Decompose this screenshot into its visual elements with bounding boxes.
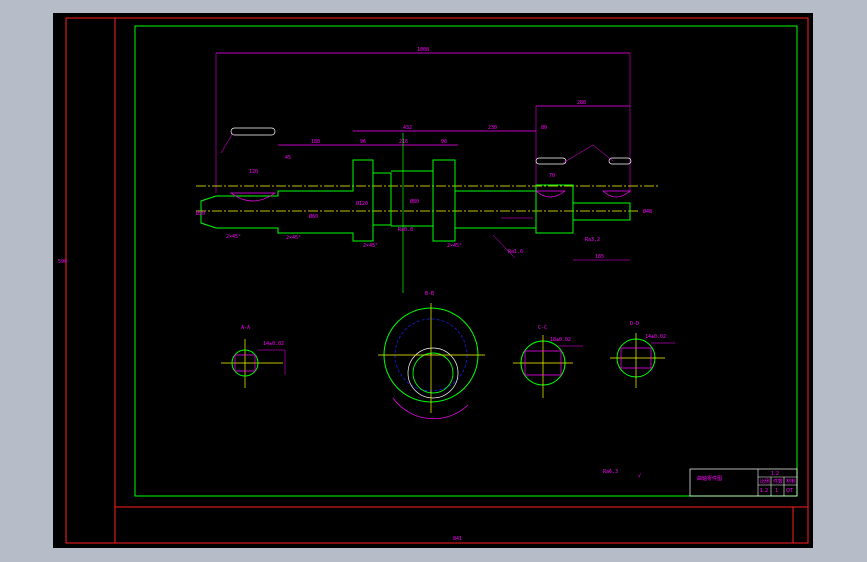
title-block-row-2: 材料 bbox=[786, 478, 796, 485]
dim-len-80: 80 bbox=[541, 125, 547, 131]
roughness-2: Ra1.6 bbox=[508, 249, 523, 255]
dim-len-180: 180 bbox=[311, 139, 320, 145]
frame-mark-bottom: 841 bbox=[453, 536, 462, 542]
title-block-val-2: QT bbox=[786, 488, 794, 494]
crankshaft-drawing: 590 841 1008 288 432 230 80 180 96 216 9… bbox=[58, 17, 809, 544]
outer-frame bbox=[65, 17, 809, 544]
diameter-2: Ø60 bbox=[309, 213, 318, 220]
roughness-note: Ra6.3 bbox=[603, 469, 618, 475]
dim-center-length: 216 bbox=[399, 139, 408, 145]
section-a-dim: 14±0.02 bbox=[263, 341, 284, 347]
dim-overall-length: 1008 bbox=[417, 47, 429, 53]
dim-len-120: 120 bbox=[249, 169, 258, 175]
outer-frame-inner bbox=[114, 17, 809, 508]
diameter-4: Ø80 bbox=[410, 198, 419, 205]
section-c-label: C-C bbox=[538, 325, 547, 331]
dim-len-96b: 96 bbox=[441, 139, 447, 145]
title-block-row-1: 件数 bbox=[773, 478, 783, 485]
dim-len-165: 165 bbox=[595, 254, 604, 260]
cad-viewport[interactable]: 590 841 1008 288 432 230 80 180 96 216 9… bbox=[53, 13, 813, 548]
section-c-dim: 18±0.02 bbox=[550, 337, 571, 343]
diameter-5: Ø48 bbox=[643, 208, 652, 215]
title-block-name: 曲轴零件图 bbox=[697, 475, 722, 482]
frame-mark-left: 590 bbox=[58, 259, 67, 265]
general-mark: √ bbox=[638, 473, 641, 479]
diameter-1: Ø50 bbox=[196, 210, 205, 217]
title-block-code: 1:2 bbox=[771, 471, 779, 477]
roughness-1: Ra0.8 bbox=[398, 227, 413, 233]
section-d-label: D-D bbox=[630, 321, 639, 327]
main-view: 1008 288 432 230 80 180 96 216 96 45 120… bbox=[196, 47, 660, 293]
title-block-val-0: 1:2 bbox=[760, 488, 768, 494]
dim-len-96a: 96 bbox=[360, 139, 366, 145]
title-block: 曲轴零件图 1:2 比例 件数 材料 1:2 1 QT bbox=[689, 468, 798, 497]
dim-len-45: 45 bbox=[285, 155, 291, 161]
section-a-label: A-A bbox=[241, 325, 250, 331]
dim-right-section: 288 bbox=[577, 100, 586, 106]
section-b: B-B bbox=[378, 291, 485, 420]
dim-len-230: 230 bbox=[488, 125, 497, 131]
dim-mid-length: 432 bbox=[403, 125, 412, 131]
roughness-3: Ra3.2 bbox=[585, 237, 600, 243]
chamfer-3: 2×45° bbox=[363, 243, 378, 249]
chamfer-4: 2×45° bbox=[447, 243, 462, 249]
dim-len-70: 70 bbox=[549, 173, 555, 179]
chamfer-1: 2×45° bbox=[226, 234, 241, 240]
title-block-row-0: 比例 bbox=[760, 478, 770, 485]
section-c: C-C 18±0.02 bbox=[513, 325, 583, 398]
section-d-dim: 14±0.02 bbox=[645, 334, 666, 340]
inner-frame bbox=[134, 25, 798, 497]
section-a: A-A 14±0.02 bbox=[221, 325, 286, 388]
section-d: D-D 14±0.02 bbox=[610, 321, 675, 388]
diameter-3: Ø120 bbox=[356, 200, 368, 207]
section-b-label: B-B bbox=[425, 291, 434, 297]
chamfer-2: 2×45° bbox=[286, 235, 301, 241]
title-block-val-1: 1 bbox=[775, 488, 778, 494]
